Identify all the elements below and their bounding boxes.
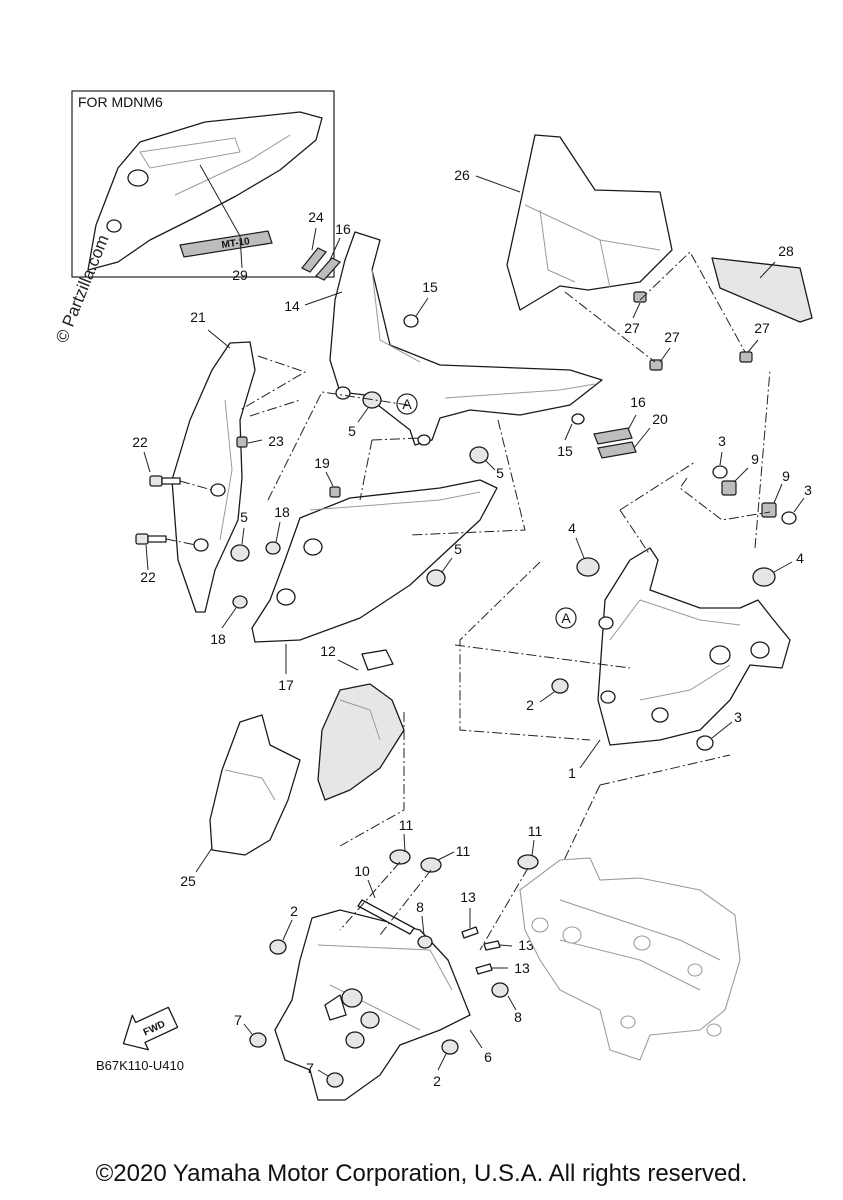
callout-27c: 27 — [754, 320, 770, 336]
cover-25: 25 — [180, 714, 301, 889]
inset-decal — [179, 230, 273, 258]
callout-27b: 27 — [664, 329, 680, 345]
bolts-22: 22 22 — [132, 434, 213, 585]
copyright-notice: ©2020 Yamaha Motor Corporation, U.S.A. A… — [95, 1160, 748, 1187]
callout-2a: 2 — [526, 697, 534, 713]
dampers-5-upper: 5 A 5 — [348, 391, 504, 481]
decals-24-16: 24 16 — [301, 209, 351, 281]
inset-decal-text: MT-10 — [221, 236, 251, 251]
callout-13a: 13 — [460, 889, 476, 905]
upper-cowl-14: 14 — [284, 231, 603, 446]
callout-7b: 7 — [306, 1060, 314, 1076]
callout-3b: 3 — [804, 482, 812, 498]
callout-9b: 9 — [782, 468, 790, 484]
callout-19: 19 — [314, 455, 330, 471]
callout-21: 21 — [190, 309, 206, 325]
callout-22b: 22 — [140, 569, 156, 585]
side-panel-21: 21 — [171, 309, 256, 613]
callout-18b: 18 — [210, 631, 226, 647]
clips-27: 27 27 27 — [564, 251, 770, 371]
callout-14: 14 — [284, 298, 300, 314]
callout-13c: 13 — [514, 960, 530, 976]
bracket-1: 1 A — [555, 547, 791, 781]
windscreen-26: 26 — [454, 134, 673, 311]
diagram-code: B67K110-U410 — [96, 1058, 184, 1073]
fwd-arrow: FWD — [122, 1006, 179, 1051]
callout-5b: 5 — [496, 465, 504, 481]
callout-16b: 16 — [630, 394, 646, 410]
frame-ghost — [519, 857, 741, 1061]
callout-12: 12 — [320, 643, 336, 659]
callout-23: 23 — [268, 433, 284, 449]
callout-25: 25 — [180, 873, 196, 889]
bracket-hardware: 3 9 9 3 4 4 3 2 — [526, 433, 812, 751]
decals-16-20: 16 20 — [593, 394, 668, 459]
inset-mdnm6: FOR MDNM6 MT-10 29 — [71, 90, 335, 283]
callout-18a: 18 — [274, 504, 290, 520]
clip-23: 23 — [236, 433, 284, 449]
callout-10: 10 — [354, 863, 370, 879]
callout-15b: 15 — [557, 443, 573, 459]
callout-15a: 15 — [422, 279, 438, 295]
callout-27a: 27 — [624, 320, 640, 336]
callout-22a: 22 — [132, 434, 148, 450]
callout-2c: 2 — [433, 1073, 441, 1089]
callout-28: 28 — [778, 243, 794, 259]
ref-a-1: A — [402, 396, 412, 412]
callout-11a: 11 — [399, 817, 414, 833]
callout-8b: 8 — [514, 1009, 522, 1025]
callout-20: 20 — [652, 411, 668, 427]
grommets-15: 15 15 — [403, 279, 585, 459]
callout-29: 29 — [232, 267, 248, 283]
callout-7a: 7 — [234, 1012, 242, 1028]
callout-4a: 4 — [568, 520, 576, 536]
hardware-18-19-5: 19 18 18 5 5 — [210, 455, 462, 647]
callout-3a: 3 — [718, 433, 726, 449]
callout-4b: 4 — [796, 550, 804, 566]
inset-label: FOR MDNM6 — [78, 94, 163, 110]
callout-9a: 9 — [751, 451, 759, 467]
watermark: © Partzilla.com — [52, 232, 113, 345]
headlight-12: 12 — [317, 643, 405, 801]
callout-5a: 5 — [348, 423, 356, 439]
ref-a-2: A — [561, 610, 571, 626]
callout-24: 24 — [308, 209, 324, 225]
callout-11c: 11 — [528, 823, 543, 839]
callout-8a: 8 — [416, 899, 424, 915]
visor-28: 28 — [711, 243, 813, 323]
callout-17: 17 — [278, 677, 294, 693]
callout-6: 6 — [484, 1049, 492, 1065]
callout-5d: 5 — [454, 541, 462, 557]
callout-3c: 3 — [734, 709, 742, 725]
callout-1: 1 — [568, 765, 576, 781]
callout-2b: 2 — [290, 903, 298, 919]
side-cowl-17: 17 — [251, 479, 498, 693]
lower-bracket-6: 6 — [274, 909, 492, 1101]
callout-16a: 16 — [335, 221, 351, 237]
connector-lines — [239, 355, 771, 901]
callout-5c: 5 — [240, 509, 248, 525]
callout-11b: 11 — [456, 843, 471, 859]
lower-hardware: 10 11 11 11 8 8 13 13 13 2 2 — [234, 817, 542, 1089]
callout-26: 26 — [454, 167, 470, 183]
inset-frame — [71, 90, 335, 278]
